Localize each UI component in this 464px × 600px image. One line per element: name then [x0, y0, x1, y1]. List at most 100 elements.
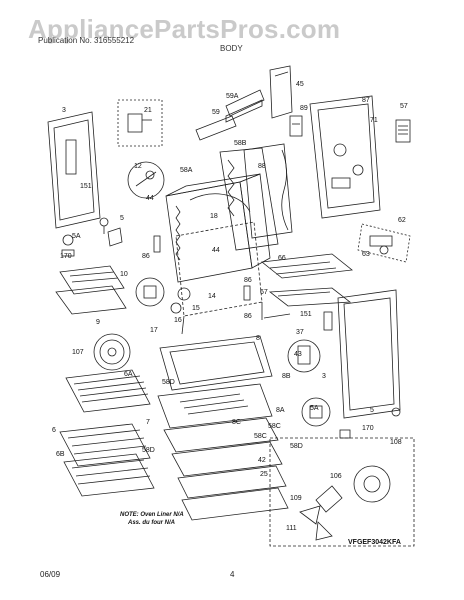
- callout-62: 62: [398, 217, 406, 224]
- part-side-panel-left: [47, 111, 101, 229]
- callout-42: 42: [258, 457, 266, 464]
- part-oven-rack-upper: [65, 369, 151, 413]
- watermark: AppliancePartsPros.com: [28, 14, 341, 44]
- callout-25: 25: [260, 471, 268, 478]
- part-bracket-37: [263, 313, 291, 319]
- part-leg-leveler-right: [301, 397, 401, 439]
- callout-5a-right: 5A: [310, 405, 319, 412]
- callout-58b: 58B: [234, 140, 247, 147]
- part-top-bracket: [269, 65, 293, 119]
- callout-63: 63: [362, 251, 370, 258]
- callout-44-top: 44: [146, 195, 154, 202]
- callout-6b: 6B: [56, 451, 65, 458]
- part-oven-cavity: [165, 173, 271, 283]
- part-insulation: [219, 147, 279, 251]
- callout-151-left: 151: [80, 183, 92, 190]
- callout-5-left: 5: [120, 215, 124, 222]
- callout-58d-c: 58D: [290, 443, 303, 450]
- callout-6a: 6A: [124, 371, 133, 378]
- callout-10: 10: [120, 271, 128, 278]
- callout-43: 43: [294, 351, 302, 358]
- part-bake-element: [268, 287, 352, 307]
- part-bottom-panels: [177, 465, 289, 521]
- callout-18: 18: [210, 213, 218, 220]
- callout-7: 7: [146, 419, 150, 426]
- callout-21: 21: [144, 107, 152, 114]
- callout-170-right: 170: [362, 425, 374, 432]
- callout-6: 6: [52, 427, 56, 434]
- callout-57: 57: [400, 103, 408, 110]
- callout-111: 111: [286, 525, 297, 532]
- callout-15: 15: [192, 305, 200, 312]
- part-back-panel: [309, 95, 381, 219]
- callout-16: 16: [174, 317, 182, 324]
- part-side-panel-right: [323, 289, 401, 419]
- callout-151-right: 151: [300, 311, 312, 318]
- callout-71: 71: [370, 117, 378, 124]
- callout-37: 37: [296, 329, 304, 336]
- callout-58d-a: 58D: [162, 379, 175, 386]
- callout-58a: 58A: [180, 167, 193, 174]
- callout-17: 17: [150, 327, 158, 334]
- part-storage-drawer: [159, 335, 273, 391]
- part-light-inset: [135, 277, 191, 314]
- note-oven-liner: NOTE: Oven Liner N/A: [120, 512, 184, 518]
- callout-9: 9: [96, 319, 100, 326]
- part-hinge-inset: [117, 99, 163, 147]
- callout-5-right: 5: [370, 407, 374, 414]
- callout-8a: 8A: [276, 407, 285, 414]
- part-leveling-screw: [99, 217, 109, 234]
- part-body-frame: [175, 221, 263, 335]
- callout-170-left: 170: [60, 253, 72, 260]
- part-leg-leveler-left: [61, 227, 123, 257]
- callout-8b: 8B: [282, 373, 291, 380]
- callout-14: 14: [208, 293, 216, 300]
- part-trim-59: [195, 115, 237, 141]
- callout-58d-b: 58D: [142, 447, 155, 454]
- callout-107: 107: [72, 349, 84, 356]
- callout-12: 12: [134, 163, 142, 170]
- part-convection-motor-inset: [269, 437, 415, 547]
- callout-59: 59: [212, 109, 220, 116]
- part-broil-element: [260, 253, 354, 279]
- publication-label: Publication No. 316555212: [38, 36, 135, 45]
- part-bolt-inset: [287, 339, 321, 373]
- part-bracket-89: [289, 115, 303, 137]
- callout-44-mid: 44: [212, 247, 220, 254]
- callout-45: 45: [296, 81, 304, 88]
- callout-59a: 59A: [226, 93, 239, 100]
- callout-3-left: 3: [62, 107, 66, 114]
- callout-89: 89: [300, 105, 308, 112]
- part-harness-151: [281, 149, 289, 231]
- callout-87: 87: [362, 97, 370, 104]
- part-sensor-inset: [127, 161, 165, 199]
- callout-58c-b: 58C: [254, 433, 267, 440]
- callout-66: 66: [278, 255, 286, 262]
- callout-8c: 8C: [232, 419, 241, 426]
- part-rating-label: [395, 119, 411, 143]
- part-clip-86: [153, 235, 251, 301]
- section-title: BODY: [220, 44, 243, 53]
- note-oven-liner-fr: Ass. du four N/A: [127, 520, 175, 526]
- part-convection-fan: [93, 333, 131, 371]
- part-insulation-58b: [243, 143, 293, 239]
- footer-date: 06/09: [40, 570, 61, 579]
- callout-3-right: 3: [322, 373, 326, 380]
- part-oven-rack-lower: [59, 423, 155, 497]
- callout-109: 109: [290, 495, 302, 502]
- callout-86-b: 86: [244, 277, 252, 284]
- part-broiler-pan: [55, 265, 127, 315]
- callout-5a-left: 5A: [72, 233, 81, 240]
- model-code: VFGEF3042KFA: [348, 539, 401, 546]
- footer-page-number: 4: [230, 570, 235, 579]
- callout-106: 106: [330, 473, 342, 480]
- callout-86-a: 86: [142, 253, 150, 260]
- callout-88: 88: [258, 163, 266, 170]
- part-drawer-slides: [157, 383, 283, 477]
- callout-58c-a: 58C: [268, 423, 281, 430]
- callout-108: 108: [390, 439, 402, 446]
- part-ignitor-inset: [357, 223, 411, 263]
- callout-67: 67: [260, 289, 268, 296]
